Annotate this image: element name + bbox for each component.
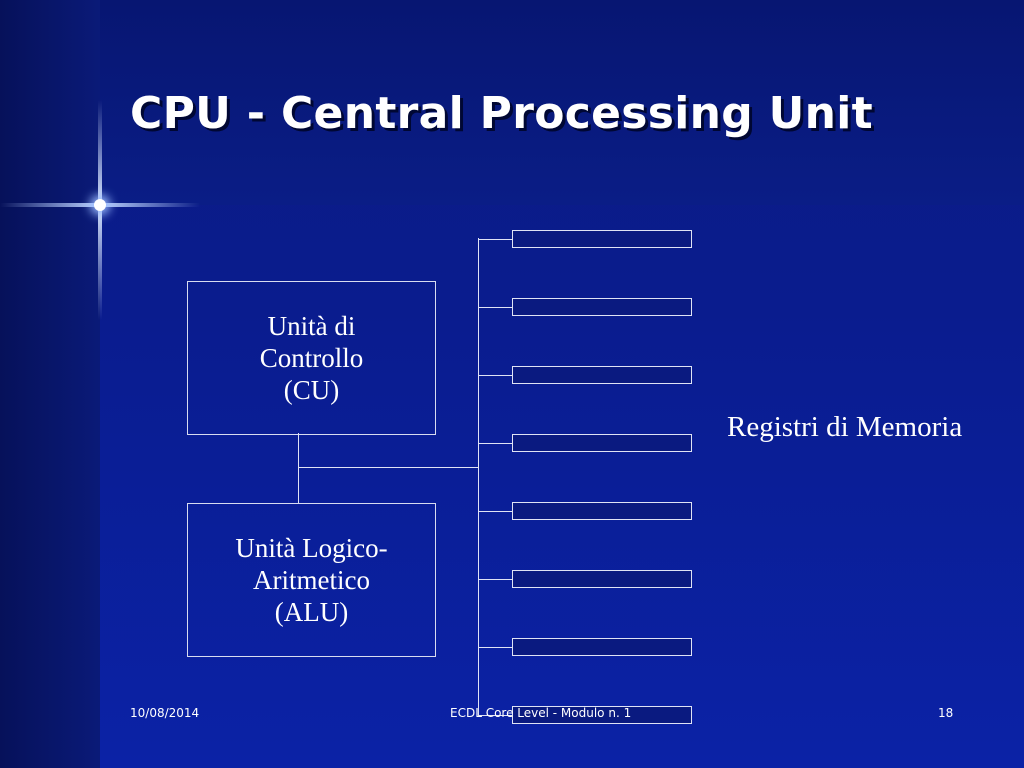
register-stub — [478, 443, 512, 444]
register-box — [512, 570, 692, 588]
register-box — [512, 706, 692, 724]
register-stub — [478, 715, 512, 716]
register-stub — [478, 511, 512, 512]
register-box — [512, 230, 692, 248]
register-stub — [478, 307, 512, 308]
title-band — [100, 0, 1024, 205]
register-bus — [478, 238, 479, 716]
left-band — [0, 0, 100, 768]
alu-box: Unità Logico- Aritmetico (ALU) — [187, 503, 436, 657]
cu-alu-connector — [298, 433, 299, 503]
register-box — [512, 502, 692, 520]
footer-date: 10/08/2014 — [130, 706, 200, 720]
footer-page-number: 18 — [938, 706, 954, 720]
register-box — [512, 298, 692, 316]
slide-title: CPU - Central Processing Unit — [130, 88, 874, 139]
register-box — [512, 366, 692, 384]
register-box — [512, 638, 692, 656]
bus-link — [298, 467, 478, 468]
registers-label: Registri di Memoria — [727, 411, 963, 443]
footer-title: ECDL Core Level - Modulo n. 1 — [450, 706, 632, 720]
control-unit-box: Unità di Controllo (CU) — [187, 281, 436, 435]
register-stub — [478, 375, 512, 376]
register-stub — [478, 239, 512, 240]
register-box — [512, 434, 692, 452]
register-stub — [478, 579, 512, 580]
register-stub — [478, 647, 512, 648]
sparkle-star-icon — [94, 199, 106, 211]
